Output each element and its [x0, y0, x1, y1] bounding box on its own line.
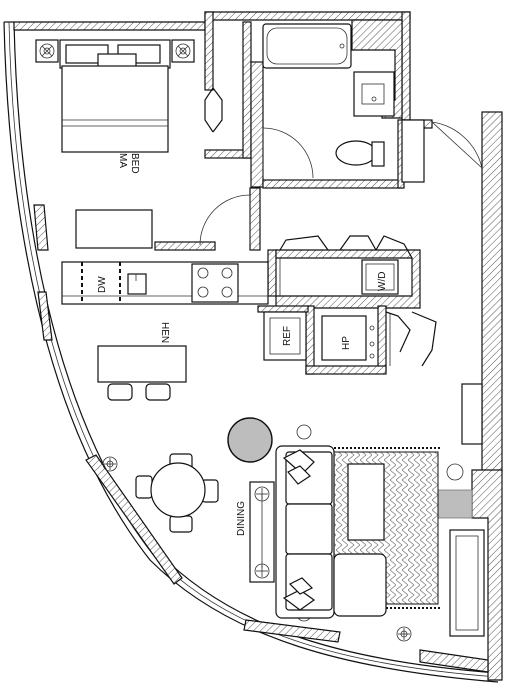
dining-area: DINING: [135, 453, 275, 583]
kitchen: DW HEN REF: [61, 261, 307, 401]
room-label-master-2: BED: [129, 153, 140, 174]
laundry: W/D HP: [279, 235, 437, 367]
bathtub: [262, 23, 352, 69]
washer-dryer: [361, 259, 399, 295]
refrigerator: [263, 311, 307, 361]
walls: [13, 11, 503, 681]
kitchen-sink: [127, 273, 147, 295]
label-washer-dryer: W/D: [377, 272, 388, 291]
dresser: [75, 209, 153, 249]
stool-1: [107, 383, 133, 401]
label-refrigerator: REF: [282, 326, 293, 346]
media-console: [449, 529, 485, 637]
sink: [353, 71, 395, 117]
room-label-master-1: MA: [117, 153, 128, 168]
closet-doors: [199, 87, 251, 246]
label-heat-pump: HP: [341, 336, 352, 350]
column: [437, 489, 473, 519]
entry-door: [401, 119, 483, 183]
kitchen-island: [97, 345, 187, 383]
dining-table: [150, 462, 206, 518]
outlet-2: [396, 626, 412, 642]
bed: [61, 65, 169, 153]
wall-panel: [461, 383, 483, 445]
master-bedroom: MA BED: [35, 39, 195, 249]
toilet: [335, 140, 377, 166]
chaise: [333, 553, 387, 617]
round-table: [227, 417, 273, 463]
room-label-kitchen: HEN: [159, 322, 170, 343]
outlet-1: [102, 456, 118, 472]
coffee-table: [347, 463, 385, 541]
bathroom: [262, 23, 395, 179]
heat-pump: [321, 315, 367, 361]
room-label-dining: DINING: [236, 501, 247, 536]
living-room: [102, 383, 485, 642]
stool-2: [145, 383, 171, 401]
label-dishwasher: DW: [97, 276, 108, 293]
